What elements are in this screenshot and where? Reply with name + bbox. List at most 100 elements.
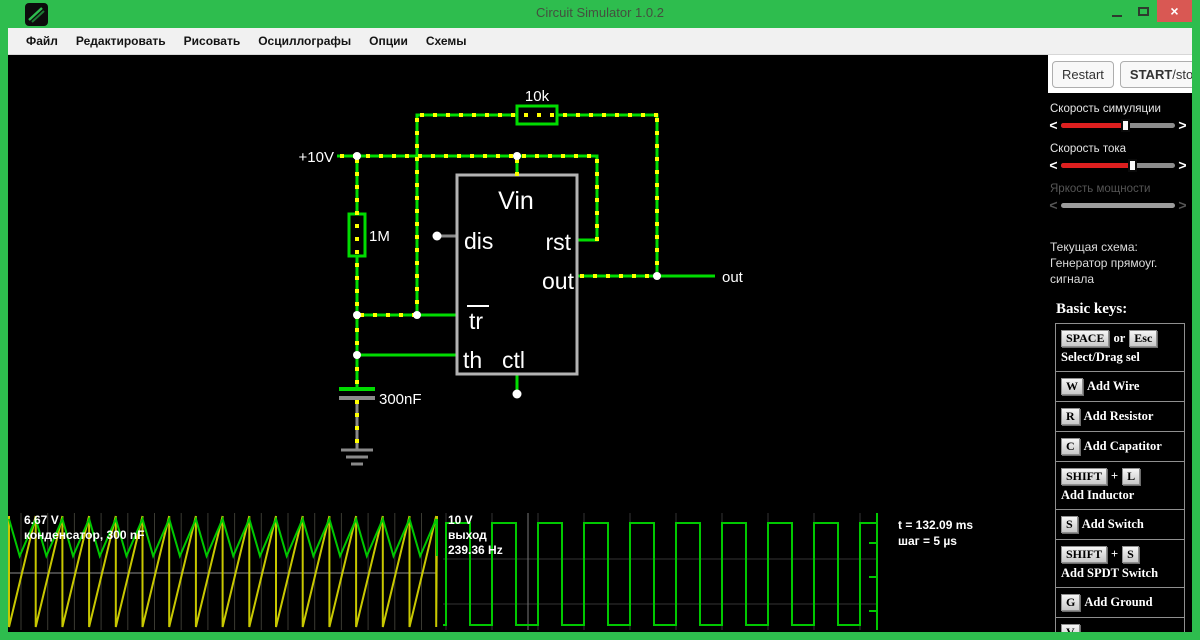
close-button[interactable]: × bbox=[1157, 0, 1192, 22]
minimize-icon bbox=[1111, 14, 1122, 17]
ground-symbol[interactable] bbox=[341, 448, 373, 466]
scope-output[interactable] bbox=[443, 513, 878, 630]
menu-item-1[interactable]: Файл bbox=[26, 34, 58, 48]
key-cap: S bbox=[1061, 516, 1078, 533]
scope-capacitor[interactable] bbox=[8, 513, 438, 630]
key-cap: SHIFT bbox=[1061, 468, 1108, 485]
slider-left-arrow[interactable]: < bbox=[1049, 157, 1058, 173]
key-item-label: Select/Drag sel bbox=[1061, 350, 1140, 364]
current-speed-slider[interactable]: Скорость тока < > bbox=[1048, 143, 1188, 173]
out-label: out bbox=[722, 269, 744, 286]
window-border-bottom bbox=[0, 632, 1200, 640]
pin-th-label: th bbox=[463, 347, 482, 373]
pin-vin-label: Vin bbox=[498, 187, 534, 215]
slider-right-arrow: > bbox=[1178, 197, 1187, 213]
key-item-9: VAdd Voltage Soorse (2-terminal) bbox=[1056, 617, 1184, 632]
menu-item-5[interactable]: Опции bbox=[369, 34, 408, 48]
maximize-button[interactable] bbox=[1130, 0, 1157, 22]
key-item-label: Add Switch bbox=[1081, 517, 1144, 531]
window-border-right bbox=[1192, 28, 1200, 640]
current-circuit-text: Текущая схема:Генератор прямоуг.сигнала bbox=[1050, 240, 1158, 286]
close-icon: × bbox=[1170, 3, 1179, 19]
slider-track[interactable] bbox=[1061, 118, 1175, 132]
stop-label: /stop bbox=[1172, 66, 1192, 82]
slider-left-arrow: < bbox=[1049, 197, 1058, 213]
capacitor-label: 300nF bbox=[379, 391, 422, 408]
menu-item-4[interactable]: Осциллографы bbox=[258, 34, 352, 48]
capacitor-300nf[interactable] bbox=[339, 387, 375, 400]
menu-item-3[interactable]: Рисовать bbox=[183, 34, 241, 48]
slider-left-arrow[interactable]: < bbox=[1049, 117, 1058, 133]
key-item-label: Add Ground bbox=[1084, 595, 1153, 609]
slider-thumb[interactable] bbox=[1120, 118, 1130, 132]
scope-left-voltage: 6.67 V bbox=[24, 513, 59, 527]
menu-item-6[interactable]: Схемы bbox=[425, 34, 467, 48]
slider-track bbox=[1061, 199, 1175, 212]
circuit-canvas[interactable]: +10V out 10k 1M 300nF Vin dis rst out tr… bbox=[8, 55, 1048, 632]
sim-step-readout: шаг = 5 µs bbox=[898, 534, 957, 548]
slider-track[interactable] bbox=[1061, 158, 1175, 172]
key-item-label: Add SPDT Switch bbox=[1061, 566, 1159, 580]
menu-item-2[interactable]: Редактировать bbox=[75, 34, 166, 48]
key-item-label: Add Resistor bbox=[1083, 409, 1154, 423]
junction-dots bbox=[353, 152, 661, 399]
maximize-icon bbox=[1138, 6, 1149, 16]
resistor-1m[interactable] bbox=[347, 212, 367, 258]
key-cap: W bbox=[1061, 378, 1083, 395]
pin-dis-label: dis bbox=[464, 228, 493, 254]
slider-thumb[interactable] bbox=[1127, 158, 1137, 172]
pin-tr-label: tr bbox=[469, 308, 483, 334]
menu-bar: Файл Редактировать Рисовать Осциллографы Опц… bbox=[8, 28, 1192, 55]
key-cap: C bbox=[1061, 438, 1080, 455]
key-cap: S bbox=[1122, 546, 1139, 563]
slider-right-arrow[interactable]: > bbox=[1178, 117, 1187, 133]
current-speed-label: Скорость тока bbox=[1050, 143, 1127, 155]
power-brightness-slider: Яркость мощности < > bbox=[1048, 183, 1188, 213]
buttons-strip: Restart START/stop bbox=[1048, 55, 1192, 93]
pin-rst-label: rst bbox=[545, 229, 571, 255]
start-label: START bbox=[1129, 66, 1173, 82]
window-border-left bbox=[0, 28, 8, 640]
key-item-2: W Add Wire bbox=[1056, 371, 1184, 401]
control-panel: Restart START/stop Скорость симуляции < … bbox=[1048, 55, 1192, 632]
supply-label: +10V bbox=[299, 149, 334, 166]
minimize-button[interactable] bbox=[1103, 0, 1130, 22]
key-item-label: Add Wire bbox=[1087, 379, 1140, 393]
title-bar: Circuit Simulator 1.0.2 × bbox=[0, 0, 1200, 28]
simulation-speed-slider[interactable]: Скорость симуляции < > bbox=[1048, 103, 1188, 133]
key-cap: L bbox=[1122, 468, 1141, 485]
pin-ctl-label: ctl bbox=[502, 347, 525, 373]
simulation-speed-label: Скорость симуляции bbox=[1050, 103, 1161, 115]
app-icon bbox=[25, 3, 48, 26]
window-title: Circuit Simulator 1.0.2 bbox=[536, 5, 664, 20]
key-cap: Esc bbox=[1129, 330, 1158, 347]
resistor-1m-label: 1M bbox=[369, 228, 390, 245]
sim-time-readout: t = 132.09 ms bbox=[898, 518, 973, 532]
scope-mid-voltage: 10 V bbox=[448, 513, 473, 527]
circuit-svg[interactable]: +10V out 10k 1M 300nF Vin dis rst out tr… bbox=[8, 55, 1048, 632]
key-item-label: Add Inductor bbox=[1061, 488, 1135, 502]
key-cap: R bbox=[1061, 408, 1080, 425]
power-brightness-label: Яркость мощности bbox=[1050, 183, 1151, 195]
chip-555[interactable] bbox=[455, 173, 579, 376]
slider-right-arrow[interactable]: > bbox=[1178, 157, 1187, 173]
scope-left-title: конденсатор, 300 nF bbox=[24, 528, 145, 542]
resistor-10k-label: 10k bbox=[525, 88, 550, 105]
key-cap: SHIFT bbox=[1061, 546, 1108, 563]
start-stop-button[interactable]: START/stop bbox=[1119, 60, 1192, 88]
key-cap: V bbox=[1061, 624, 1080, 632]
app-logo-icon bbox=[28, 7, 45, 23]
restart-button[interactable]: Restart bbox=[1052, 60, 1114, 88]
scope-mid-title: выход bbox=[448, 528, 487, 542]
scope-mid-freq: 239.36 Hz bbox=[448, 543, 503, 557]
basic-keys-title: Basic keys: bbox=[1056, 301, 1128, 317]
key-item-label: Add Capatitor bbox=[1083, 439, 1162, 453]
